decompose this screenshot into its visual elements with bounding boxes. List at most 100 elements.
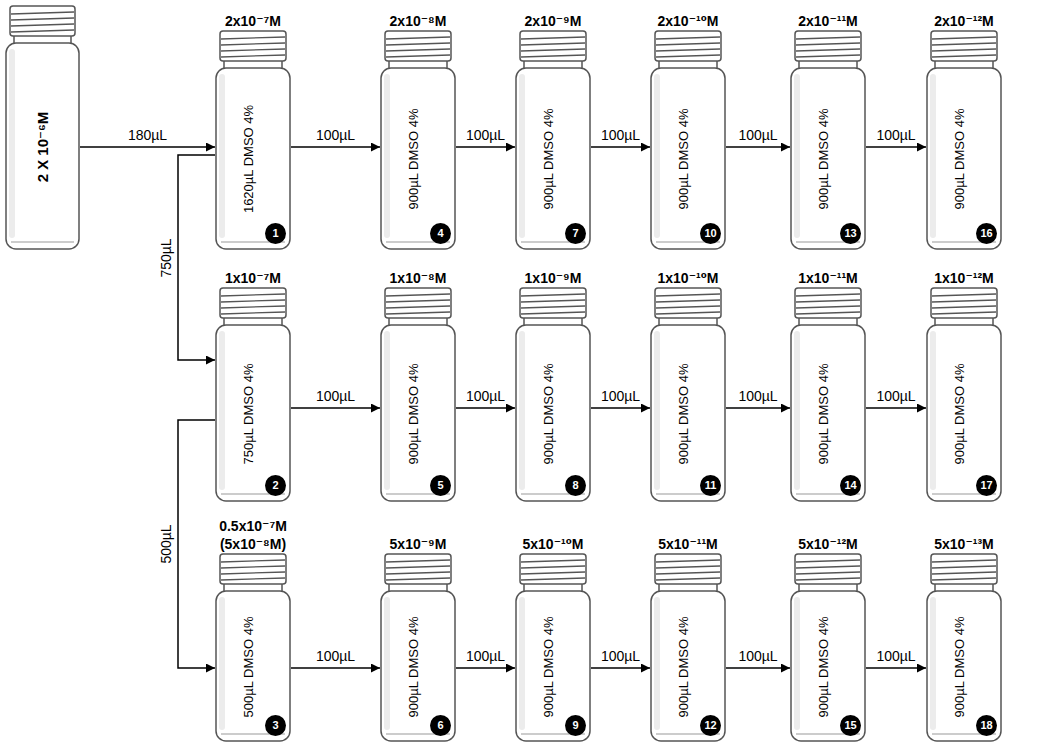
concentration-label: 1x10⁻¹¹M xyxy=(798,269,858,287)
transfer-arrow xyxy=(178,155,215,360)
volume-label: 100µL xyxy=(599,648,642,664)
vial-cap xyxy=(655,31,721,61)
dilution-vial: 2x10⁻¹¹M900µL DMSO 4%13 xyxy=(790,8,866,250)
vial-body xyxy=(381,591,455,741)
vial-shade xyxy=(654,74,660,238)
cap-thread xyxy=(932,49,996,51)
cap-thread xyxy=(221,294,285,296)
vial-cap xyxy=(655,288,721,318)
concentration-header: 5x10⁻⁹M xyxy=(390,513,447,553)
volume-label: 180µL xyxy=(126,127,169,143)
cap-thread xyxy=(521,300,585,302)
vial-shade xyxy=(794,597,800,730)
cap-thread xyxy=(932,37,996,39)
concentration-header: 5x10⁻¹¹M xyxy=(658,513,718,553)
vial-body xyxy=(791,591,865,741)
vial-body xyxy=(791,68,865,249)
concentration-label: 1x10⁻¹⁰M xyxy=(658,269,719,287)
dilution-vial: 1x10⁻⁹M900µL DMSO 4%8 xyxy=(515,265,591,502)
cap-thread xyxy=(521,294,585,296)
vial-content: 1620µL DMSO 4% xyxy=(241,105,256,213)
cap-thread xyxy=(386,578,450,580)
callout-number: 2 xyxy=(265,475,286,496)
cap-thread xyxy=(386,37,450,39)
vial-cap xyxy=(931,288,997,318)
transfer-arrow xyxy=(866,407,926,409)
transfer-arrow xyxy=(726,146,790,148)
dilution-vial: 1x10⁻¹²M900µL DMSO 4%17 xyxy=(926,265,1002,502)
transfer-arrow xyxy=(291,667,380,669)
transfer-arrow xyxy=(726,407,790,409)
volume-label: 100µL xyxy=(464,388,507,404)
transfer-arrow xyxy=(456,407,515,409)
vial-shade xyxy=(219,331,225,490)
cap-thread xyxy=(656,294,720,296)
vial-shade xyxy=(794,331,800,490)
volume-label: 500µL xyxy=(158,522,174,565)
callout-number: 7 xyxy=(565,223,586,244)
concentration-header: 1x10⁻⁹M xyxy=(525,265,582,287)
volume-label: 100µL xyxy=(736,127,779,143)
concentration-label: 1x10⁻⁸M xyxy=(390,269,447,287)
transfer-arrow xyxy=(291,146,380,148)
vial-cap xyxy=(931,31,997,61)
vial-cap xyxy=(220,31,286,61)
dilution-vial: 2x10⁻⁸M900µL DMSO 4%4 xyxy=(380,8,456,250)
volume-label: 100µL xyxy=(736,388,779,404)
volume-label: 100µL xyxy=(599,388,642,404)
cap-thread xyxy=(221,560,285,562)
cap-thread xyxy=(656,306,720,308)
vial-cap xyxy=(795,554,861,584)
cap-thread xyxy=(386,566,450,568)
vial-body xyxy=(927,591,1001,741)
vial-shade xyxy=(794,74,800,238)
vial-cap xyxy=(385,554,451,584)
cap-thread xyxy=(221,566,285,568)
cap-thread xyxy=(11,18,74,20)
cap-thread xyxy=(221,312,285,314)
concentration-label: 5x10⁻¹⁰M xyxy=(523,535,584,553)
cap-thread xyxy=(656,43,720,45)
concentration-header: 2x10⁻¹⁰M xyxy=(658,8,719,30)
callout-number: 11 xyxy=(700,475,721,496)
dilution-vial: 1x10⁻⁸M900µL DMSO 4%5 xyxy=(380,265,456,502)
concentration-label: 2x10⁻⁸M xyxy=(390,12,447,30)
concentration-header: 2x10⁻⁹M xyxy=(525,8,582,30)
callout-number: 14 xyxy=(840,475,861,496)
concentration-label: (5x10⁻⁸M) xyxy=(220,535,286,553)
vial-shade xyxy=(384,331,390,490)
dilution-vial: 0.5x10⁻⁷M(5x10⁻⁸M)500µL DMSO 4%3 xyxy=(215,513,291,742)
transfer-arrow xyxy=(866,146,926,148)
cap-thread xyxy=(386,572,450,574)
transfer-arrow xyxy=(866,667,926,669)
cap-thread xyxy=(521,37,585,39)
concentration-label: 1x10⁻⁹M xyxy=(525,269,582,287)
transfer-arrow xyxy=(456,146,515,148)
cap-thread xyxy=(932,566,996,568)
cap-thread xyxy=(796,49,860,51)
vial-shade xyxy=(930,331,936,490)
concentration-label: 5x10⁻¹¹M xyxy=(658,535,718,553)
volume-label: 100µL xyxy=(874,648,917,664)
transfer-arrow xyxy=(456,667,515,669)
cap-thread xyxy=(221,578,285,580)
concentration-header: 1x10⁻¹¹M xyxy=(798,265,858,287)
volume-label: 100µL xyxy=(736,648,779,664)
cap-thread xyxy=(932,43,996,45)
vial-shade xyxy=(9,49,15,238)
vial-content: 900µL DMSO 4% xyxy=(952,363,967,464)
dilution-vial: 5x10⁻⁹M900µL DMSO 4%6 xyxy=(380,513,456,742)
vial-body xyxy=(516,68,590,249)
cap-thread xyxy=(521,560,585,562)
vial-content: 900µL DMSO 4% xyxy=(541,616,556,717)
vial-content: 900µL DMSO 4% xyxy=(816,616,831,717)
cap-thread xyxy=(796,55,860,57)
callout-number: 10 xyxy=(700,223,721,244)
vial-body xyxy=(651,591,725,741)
callout-number: 17 xyxy=(976,475,997,496)
cap-thread xyxy=(932,55,996,57)
vial-body xyxy=(516,325,590,501)
volume-label: 100µL xyxy=(464,127,507,143)
concentration-header: 5x10⁻¹⁰M xyxy=(523,513,584,553)
